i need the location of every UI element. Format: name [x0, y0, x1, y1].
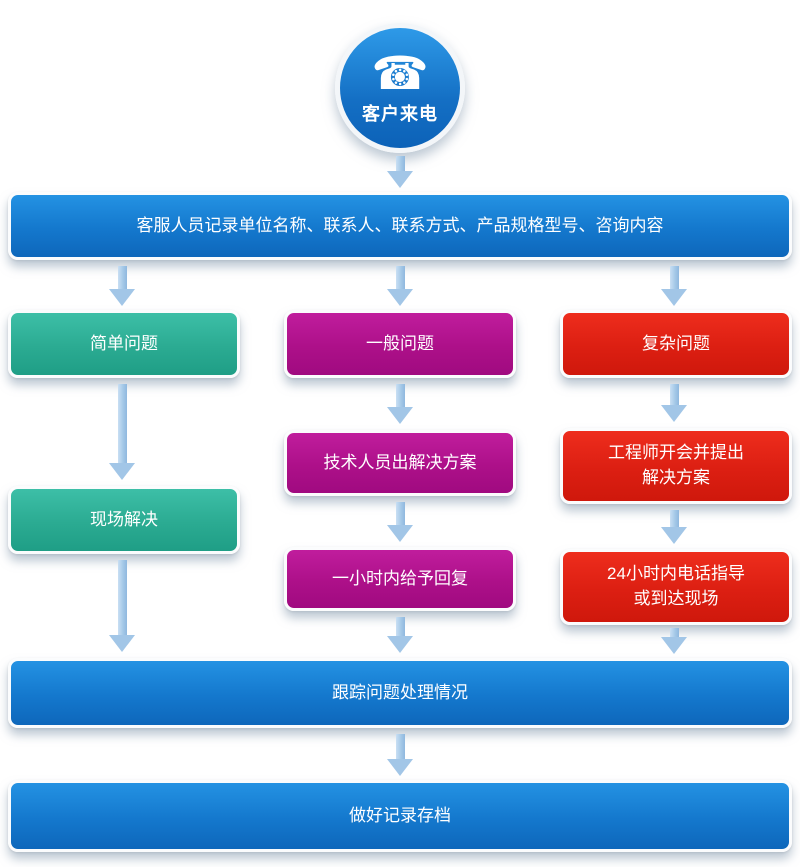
arrow-head	[109, 463, 135, 480]
arrow-head	[661, 289, 687, 306]
track-progress-box: 跟踪问题处理情况	[8, 658, 792, 728]
archive-record-box: 做好记录存档	[8, 780, 792, 852]
arrow-down-icon	[387, 266, 413, 306]
arrow-head	[109, 635, 135, 652]
start-node: ☎ 客户来电	[335, 23, 465, 153]
archive-record-label: 做好记录存档	[349, 805, 451, 825]
general-problem-box: 一般问题	[284, 310, 516, 378]
arrow-head	[661, 637, 687, 654]
arrow-head	[661, 527, 687, 544]
arrow-down-icon	[387, 734, 413, 776]
arrow-stem	[395, 156, 405, 171]
arrow-head	[387, 289, 413, 306]
simple-problem-box: 简单问题	[8, 310, 240, 378]
arrow-head	[661, 405, 687, 422]
arrow-down-icon	[661, 266, 687, 306]
track-progress-label: 跟踪问题处理情况	[332, 682, 468, 702]
arrow-down-icon	[661, 384, 687, 422]
start-label: 客户来电	[362, 104, 438, 124]
engineer-meeting-box: 工程师开会并提出 解决方案	[560, 428, 792, 504]
arrow-down-icon	[109, 560, 135, 652]
engineer-meeting-label: 工程师开会并提出 解决方案	[608, 443, 744, 487]
arrow-stem	[669, 384, 679, 405]
arrow-down-icon	[387, 617, 413, 653]
record-info-label: 客服人员记录单位名称、联系人、联系方式、产品规格型号、咨询内容	[136, 215, 664, 235]
phone-icon: ☎	[371, 47, 429, 99]
simple-problem-label: 简单问题	[90, 333, 158, 353]
arrow-stem	[395, 384, 405, 407]
reply-1hour-label: 一小时内给予回复	[332, 568, 468, 588]
phone-guide-24h-box: 24小时内电话指导 或到达现场	[560, 549, 792, 625]
arrow-stem	[669, 266, 679, 289]
arrow-down-icon	[661, 628, 687, 654]
arrow-stem	[395, 734, 405, 759]
arrow-down-icon	[387, 502, 413, 542]
arrow-head	[109, 289, 135, 306]
reply-1hour-box: 一小时内给予回复	[284, 547, 516, 611]
arrow-stem	[117, 384, 127, 463]
arrow-stem	[395, 617, 405, 636]
arrow-stem	[669, 628, 679, 637]
arrow-head	[387, 407, 413, 424]
complex-problem-label: 复杂问题	[642, 333, 710, 353]
onsite-solution-label: 现场解决	[90, 509, 158, 529]
tech-solution-box: 技术人员出解决方案	[284, 430, 516, 496]
arrow-stem	[117, 560, 127, 635]
arrow-down-icon	[109, 384, 135, 480]
arrow-down-icon	[661, 510, 687, 544]
complex-problem-box: 复杂问题	[560, 310, 792, 378]
arrow-down-icon	[387, 384, 413, 424]
record-info-box: 客服人员记录单位名称、联系人、联系方式、产品规格型号、咨询内容	[8, 192, 792, 260]
arrow-head	[387, 636, 413, 653]
general-problem-label: 一般问题	[366, 333, 434, 353]
arrow-down-icon	[109, 266, 135, 306]
arrow-stem	[669, 510, 679, 527]
phone-guide-24h-label: 24小时内电话指导 或到达现场	[607, 564, 745, 608]
tech-solution-label: 技术人员出解决方案	[323, 452, 477, 472]
arrow-head	[387, 525, 413, 542]
arrow-down-icon	[387, 156, 413, 188]
arrow-head	[387, 759, 413, 776]
onsite-solution-box: 现场解决	[8, 486, 240, 554]
arrow-stem	[117, 266, 127, 289]
arrow-stem	[395, 266, 405, 289]
arrow-stem	[395, 502, 405, 525]
arrow-head	[387, 171, 413, 188]
